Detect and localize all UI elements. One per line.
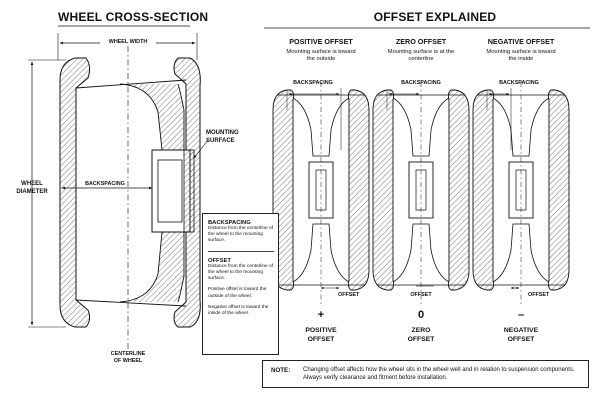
positive-offset-wheel [272,82,370,305]
legend-backspacing-desc: Distance from the centerline of the whee… [208,226,274,244]
note-label: NOTE: [271,367,291,374]
centerline-label-2: OF WHEEL [113,358,143,364]
wheel-diameter-label-2: DIAMETER [16,189,48,195]
negative-bottom-2: OFFSET [507,336,535,343]
negative-offset-dim-label: OFFSET [528,292,550,298]
legend-negative-desc: Negative offset is toward the inside of … [208,304,269,317]
legend-backspacing-title: BACKSPACING [208,220,251,226]
cross-section-title: WHEEL CROSS-SECTION [58,10,209,24]
wheel-width-label: WHEEL WIDTH [100,39,156,46]
positive-symbol: + [317,309,325,321]
zero-offset-desc: Mounting surface is at the centerline [387,49,455,63]
offset-explained-title: OFFSET EXPLAINED [373,10,497,24]
positive-dimension-lines [286,88,342,290]
positive-backspacing-label: BACKSPACING [293,80,333,86]
mounting-surface-label-1: MOUNTING [206,130,239,136]
zero-dimension-lines [386,90,434,287]
negative-offset-wheel [472,82,570,305]
zero-offset-heading: ZERO OFFSET [395,37,447,46]
negative-dimension-lines [486,88,520,290]
wheel-diameter-label-1: WHEEL [21,181,43,187]
wheel-cross-section [28,25,209,350]
zero-symbol: 0 [417,309,425,321]
positive-bottom-2: OFFSET [307,336,335,343]
negative-backspacing-label: BACKSPACING [499,80,539,86]
negative-offset-desc: Mounting surface is toward the inside [486,49,556,63]
zero-offset-wheel [372,82,470,305]
negative-offset-heading: NEGATIVE OFFSET [487,37,555,46]
zero-bottom-1: ZERO [411,327,431,334]
backspacing-label: BACKSPACING [85,181,125,187]
positive-offset-desc: Mounting surface is toward the outside [286,49,356,63]
legend-offset-title: OFFSET [208,257,231,264]
mounting-surface-label-2: SURFACE [206,138,235,144]
negative-bottom-1: NEGATIVE [503,327,539,334]
legend-offset-desc: Distance from the centerline of the whee… [208,263,274,282]
positive-offset-heading: POSITIVE OFFSET [289,37,353,46]
zero-backspacing-label: BACKSPACING [401,80,441,86]
positive-bottom-1: POSITIVE [305,327,337,334]
zero-offset-dim-label: OFFSET [410,292,432,298]
negative-symbol: – [517,309,525,321]
centerline-label-1: CENTERLINE [110,351,146,357]
legend-positive-desc: Positive offset is toward the outside of… [208,287,267,299]
note-box: NOTE: Changing offset affects how the wh… [262,360,589,388]
definitions-legend: BACKSPACING Distance from the centerline… [202,213,279,355]
note-text: Changing offset affects how the wheel si… [303,367,575,382]
zero-bottom-2: OFFSET [407,336,435,343]
positive-offset-dim-label: OFFSET [338,292,360,298]
